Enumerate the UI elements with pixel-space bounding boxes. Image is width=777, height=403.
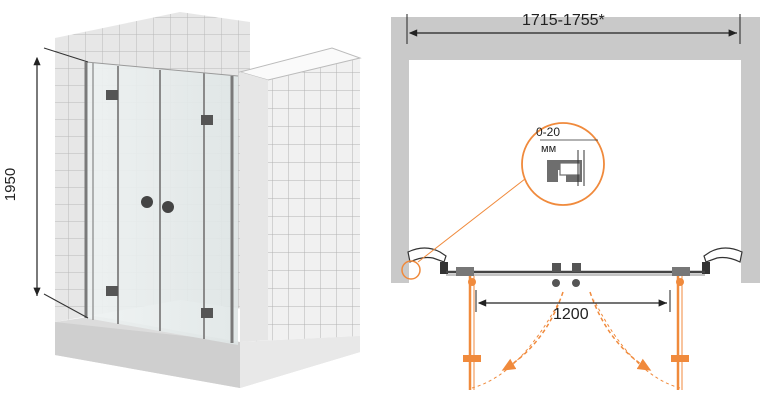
hinge-icon [456, 267, 474, 276]
detail-leader-line [417, 171, 535, 263]
wall-profile-right [703, 247, 743, 263]
hinge-icon [201, 115, 213, 125]
folded-door-right [671, 276, 689, 390]
plan-width-label: 1715-1755* [522, 12, 605, 29]
folded-door-left [463, 276, 481, 390]
detail-range-label: 0-20 [536, 125, 561, 139]
glass-doors [86, 62, 238, 345]
swing-arc-left [501, 291, 564, 371]
door-knobs-icon [552, 263, 581, 287]
shower-3d-view [33, 12, 362, 388]
swing-arc-right [589, 291, 652, 371]
profile-detail-icon [547, 150, 585, 186]
opening-width-label: 1200 [553, 306, 589, 323]
hinge-icon [672, 267, 690, 276]
hinge-icon [106, 286, 118, 296]
hinge-icon [106, 90, 118, 100]
side-wall [240, 48, 360, 342]
door-knob-icon [162, 201, 174, 213]
shower-plan-view [391, 14, 760, 390]
door-knob-icon [141, 196, 153, 208]
hinge-icon [201, 308, 213, 318]
height-label: 1950 [2, 167, 20, 202]
plan-walls [391, 17, 760, 283]
detail-unit-label: мм [541, 143, 557, 155]
detail-marker-circle [401, 260, 421, 280]
